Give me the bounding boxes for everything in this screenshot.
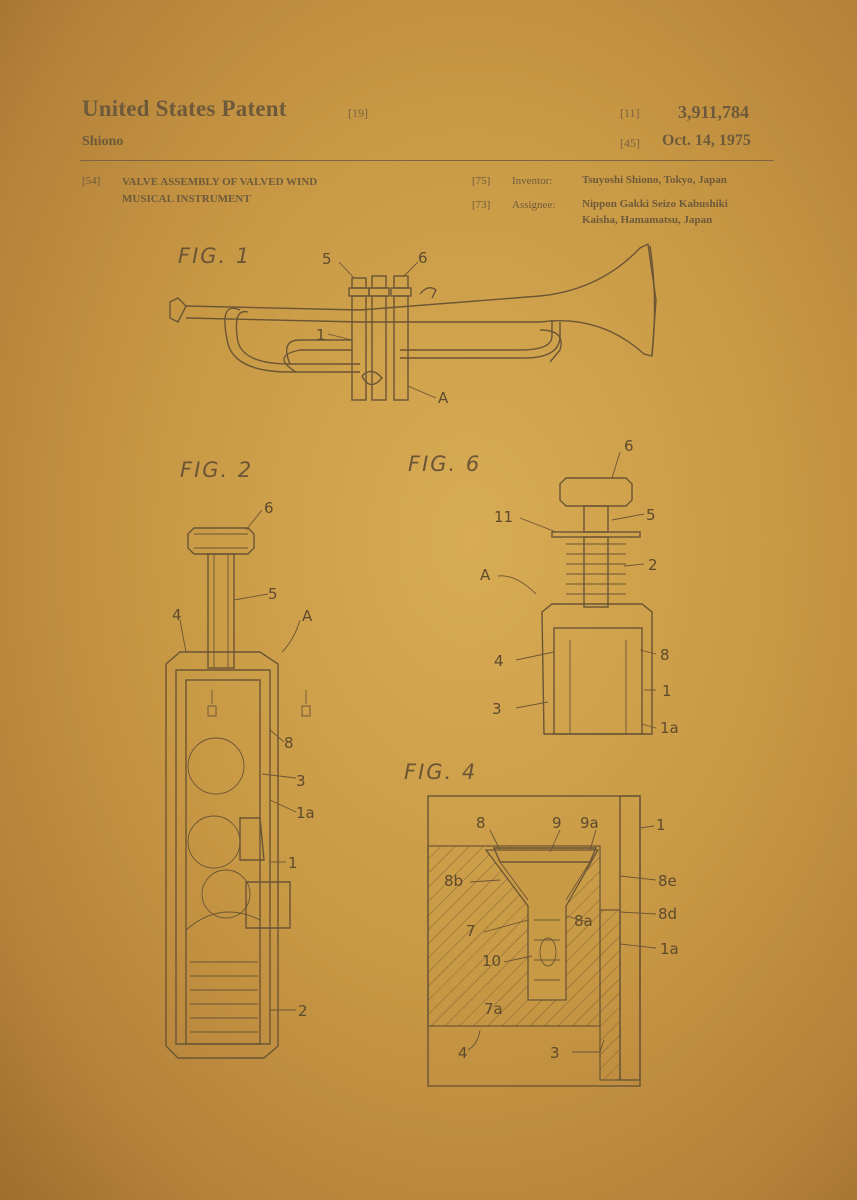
fig2-ref-5: 5 <box>268 585 278 603</box>
fig2-valve-drawing <box>165 509 311 1059</box>
assignee-line1: Nippon Gakki Seizo Kabushiki <box>582 198 728 210</box>
fig6-ref-2: 2 <box>648 556 658 574</box>
patent-number-code: [11] <box>620 106 640 120</box>
patent-header-title: United States Patent <box>82 96 287 121</box>
inventor-code: [75] <box>472 175 491 187</box>
patent-number: 3,911,784 <box>678 102 750 122</box>
patent-date: Oct. 14, 1975 <box>662 132 751 149</box>
fig2-ref-4: 4 <box>172 606 182 624</box>
fig1-trumpet-drawing <box>169 242 657 401</box>
fig4-ref-7a: 7a <box>484 1000 503 1018</box>
fig2-ref-8: 8 <box>284 734 294 752</box>
fig1-ref-a: A <box>438 389 449 407</box>
fig6-ref-6: 6 <box>624 437 634 455</box>
fig2-ref-1: 1 <box>288 854 298 872</box>
fig6-ref-4: 4 <box>494 652 504 670</box>
header-rule <box>80 160 774 161</box>
fig6-ref-11: 11 <box>494 508 514 526</box>
fig4-ref-1: 1 <box>656 816 666 834</box>
assignee-line2: Kaisha, Hamamatsu, Japan <box>582 214 713 226</box>
fig2-ref-3: 3 <box>296 772 306 790</box>
biblio-title-code: [54] <box>82 175 101 187</box>
fig1-ref-5: 5 <box>322 250 332 268</box>
fig4-ref-10: 10 <box>482 952 502 970</box>
fig2-ref-6: 6 <box>264 499 274 517</box>
fig1-ref-1: 1 <box>316 326 326 344</box>
fig6-ref-1a: 1a <box>660 719 679 737</box>
fig2-ref-2: 2 <box>298 1002 308 1020</box>
invention-title-line2: MUSICAL INSTRUMENT <box>122 193 251 205</box>
title-code: [19] <box>348 106 368 120</box>
inventor-surname: Shiono <box>82 134 124 149</box>
fig4-ref-3: 3 <box>550 1044 560 1062</box>
inventor-value: Tsuyoshi Shiono, Tokyo, Japan <box>582 174 727 186</box>
fig4-ref-8e: 8e <box>658 872 677 890</box>
inventor-label: Inventor: <box>512 175 553 187</box>
fig6-ref-8: 8 <box>660 646 670 664</box>
fig4-ref-8: 8 <box>476 814 486 832</box>
fig4-ref-1a: 1a <box>660 940 679 958</box>
fig4-ref-8a: 8a <box>574 912 593 930</box>
fig4-ref-4: 4 <box>458 1044 468 1062</box>
date-code: [45] <box>620 136 640 150</box>
fig6-ref-a: A <box>480 566 491 584</box>
fig4-title: FIG. 4 <box>404 760 478 784</box>
fig6-ref-5: 5 <box>646 506 656 524</box>
fig1-title: FIG. 1 <box>178 244 252 268</box>
fig6-valve-drawing <box>497 451 657 735</box>
fig2-ref-a: A <box>302 607 313 625</box>
fig1-ref-6: 6 <box>418 249 428 267</box>
fig2-ref-1a: 1a <box>296 804 315 822</box>
fig4-ref-9: 9 <box>552 814 562 832</box>
assignee-code: [73] <box>472 199 491 211</box>
fig4-ref-8b: 8b <box>444 872 464 890</box>
assignee-label: Assignee: <box>512 199 556 211</box>
fig2-title: FIG. 2 <box>180 458 254 482</box>
fig6-title: FIG. 6 <box>408 452 482 476</box>
fig4-ref-9a: 9a <box>580 814 599 832</box>
fig4-section-drawing <box>427 795 657 1087</box>
invention-title-line1: VALVE ASSEMBLY OF VALVED WIND <box>122 176 318 188</box>
fig4-ref-7: 7 <box>466 922 476 940</box>
fig6-ref-1: 1 <box>662 682 672 700</box>
fig4-ref-8d: 8d <box>658 905 678 923</box>
fig6-ref-3: 3 <box>492 700 502 718</box>
